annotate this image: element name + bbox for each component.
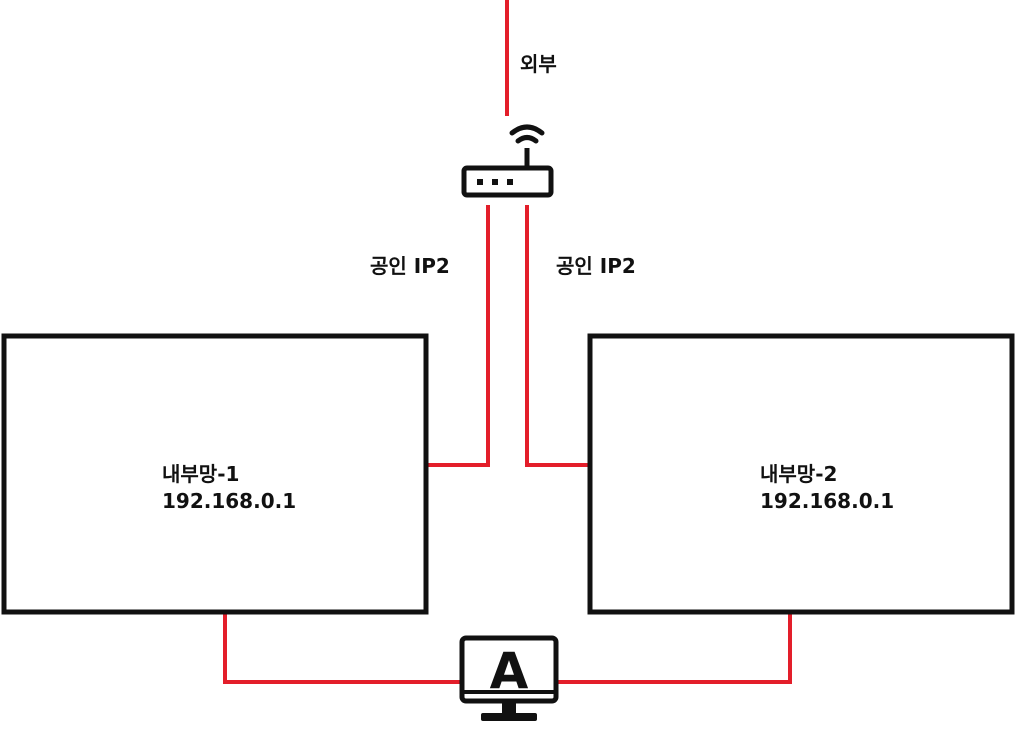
monitor-icon: A <box>459 635 559 721</box>
network-2-name: 내부망-2 <box>760 462 838 486</box>
client-letter: A <box>490 642 529 700</box>
network-1-name: 내부망-1 <box>162 462 240 486</box>
link-router-network-2 <box>525 205 590 467</box>
link-router-network-1 <box>427 205 490 467</box>
network-box-1 <box>1 333 429 615</box>
wifi-router-icon <box>461 124 554 198</box>
network-box-2 <box>587 333 1015 615</box>
link-network-2-client <box>557 613 792 684</box>
link-network-1-client <box>223 613 460 684</box>
public-ip-label-left: 공인 IP2 <box>370 254 450 278</box>
network-2-ip: 192.168.0.1 <box>760 489 895 513</box>
public-ip-label-right: 공인 IP2 <box>556 254 636 278</box>
network-2-label: 내부망-2 192.168.0.1 <box>760 461 894 515</box>
external-label: 외부 <box>520 52 557 76</box>
network-1-label: 내부망-1 192.168.0.1 <box>162 461 296 515</box>
network-1-ip: 192.168.0.1 <box>162 489 297 513</box>
